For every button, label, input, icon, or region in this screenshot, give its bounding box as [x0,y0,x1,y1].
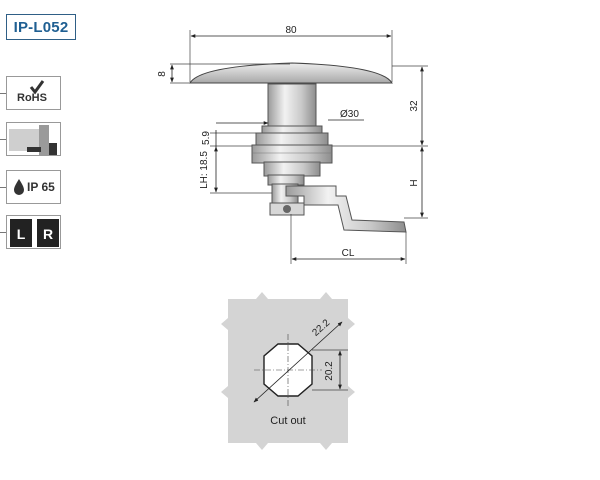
dim-lh-label: LH: 18.5 [199,151,210,189]
cutout-diagram: 22.2 20.2 Cut out [221,292,355,450]
lr-left-label: L [17,226,26,242]
product-code: IP-L052 [13,18,69,36]
dim-thickness-8: 8 [157,63,290,84]
dim-diameter-30: Ø30 [216,109,364,125]
panel-mount-icon-box [6,122,61,156]
left-right-handing-icon: L R [10,219,59,247]
dim-gap-label: 5.9 [201,131,212,145]
dim-diameter-label: Ø30 [340,109,359,120]
cutout-label: Cut out [270,415,305,427]
lock-cylinder [251,83,333,216]
dim-cl-label: CL [342,248,355,259]
product-code-box: IP-L052 [6,14,76,40]
dim-h-label: H [409,179,420,186]
ip65-label: IP 65 [27,180,55,194]
panel-profile-icon [9,125,57,155]
dim-gap-59: 5.9 [201,130,256,150]
lock-head [189,62,393,84]
side-tick [0,139,6,140]
dim-height-32: 32 [332,65,428,147]
side-tick [0,232,6,233]
dim-cl: CL [290,214,407,264]
side-tick [0,93,6,94]
left-right-badge: L R [6,215,61,249]
dim-width-label: 80 [285,25,297,36]
dim-lh: LH: 18.5 [199,146,272,194]
dim-thickness-label: 8 [157,71,168,77]
checkmark-icon [29,80,45,95]
dim-h: H [404,146,428,219]
side-tick [0,187,6,188]
lr-right-label: R [43,226,53,242]
rohs-badge: RoHS [6,76,61,110]
dim-32-label: 32 [409,100,420,112]
cutout-flat-label: 20.2 [324,361,335,381]
ip65-badge: IP 65 [6,170,61,204]
dim-width-80: 80 [189,25,393,82]
water-drop-icon [14,179,24,195]
rohs-label: RoHS [17,92,47,104]
